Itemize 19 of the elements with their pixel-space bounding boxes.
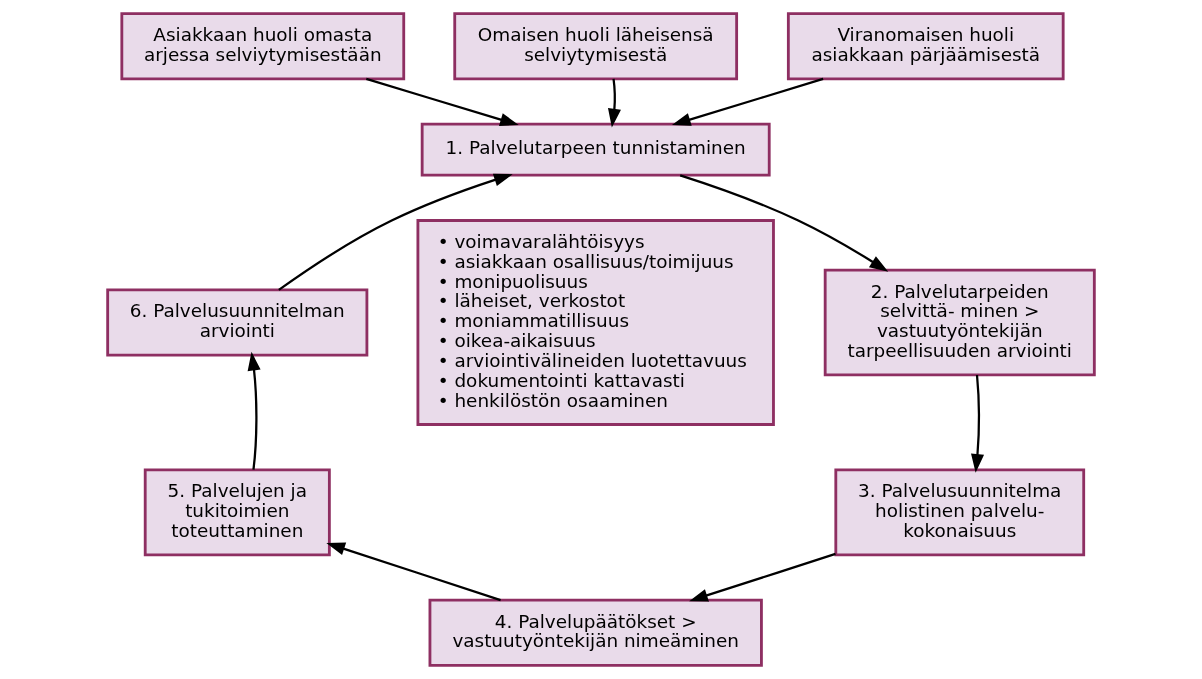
node-box: 1. Palvelutarpeen tunnistaminen: [420, 122, 771, 177]
arrow: [326, 542, 501, 602]
arrow: [607, 78, 621, 128]
node-box: Viranomaisen huoli asiakkaan pärjäämisestä: [786, 12, 1065, 81]
node-box: 6. Palvelusuunnitelman arviointi: [106, 288, 369, 357]
node-box: 2. Palvelutarpeiden selvittä- minen > vastuutyöntekijän tarpeellisuuden arviointi: [823, 268, 1096, 377]
node-box: 5. Palvelujen ja tukitoimien toteuttaminen: [143, 468, 331, 557]
node-box: 3. Palvelusuunnitelma holistinen palvelu- kokonaisuus: [834, 468, 1086, 557]
arrow: [971, 374, 985, 473]
node-box: Asiakkaan huoli omasta arjessa selviytymisestään: [120, 12, 406, 81]
arrow: [671, 77, 824, 126]
arrow: [679, 174, 889, 272]
arrow: [247, 351, 261, 470]
node-box: Omaisen huoli läheisensä selviytymisestä: [453, 12, 739, 81]
arrow: [689, 552, 836, 602]
node-box: • voimavaralähtöisyys • asiakkaan osallisuus/toimijuus • monipuolisuus • läheiset, verkostot • moniammatillisuus • oikea-aikaisuus • arviointivälineiden luotettavuus • dokumentointi kattavasti • henkilöstön osaaminen: [416, 219, 775, 426]
node-box: 4. Palvelupäätökset > vastuutyöntekijän nimeäminen: [428, 598, 763, 667]
arrow: [278, 173, 513, 291]
arrow: [365, 77, 519, 126]
